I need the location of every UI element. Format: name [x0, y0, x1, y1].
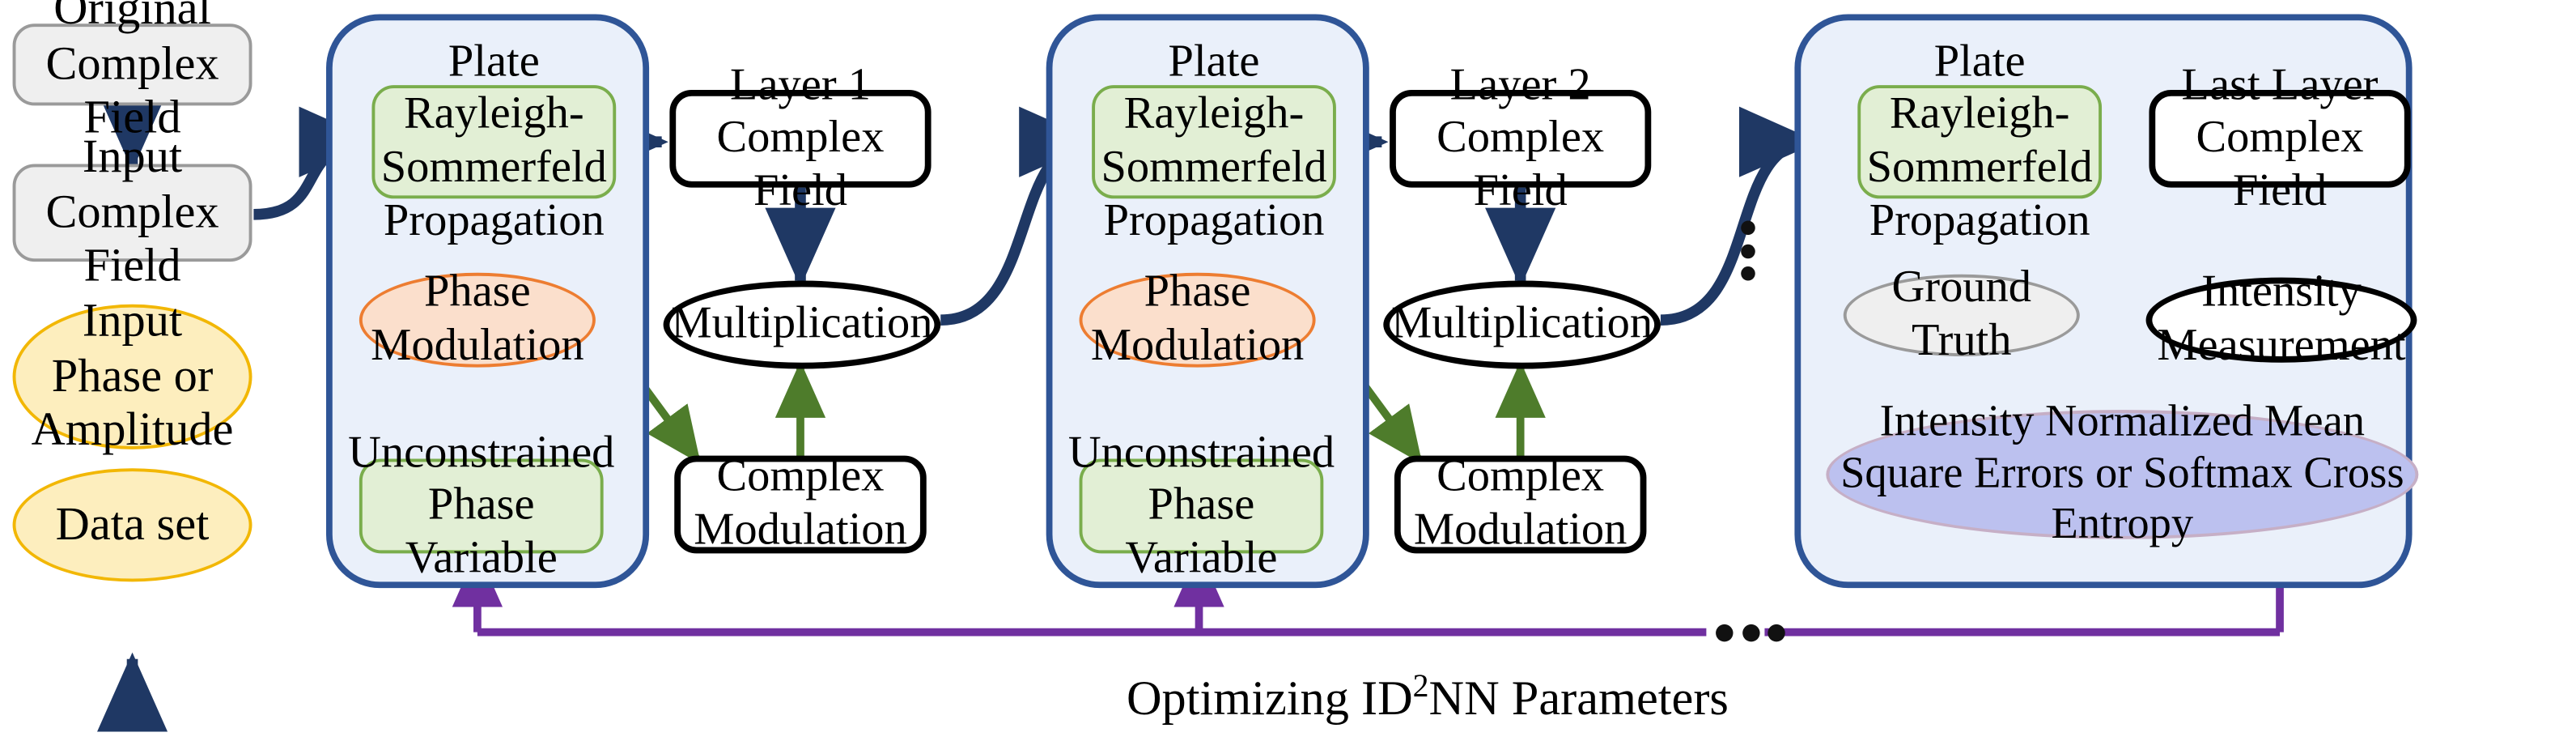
node-last-layer-propagation[interactable]: Plate Rayleigh- Sommerfeld Propagation	[1857, 36, 2103, 245]
node-layer-2-multiplication[interactable]: Multiplication	[1383, 280, 1661, 369]
node-layer-2-unconstrained-phase-variable[interactable]: Unconstrained Phase Variable	[1068, 427, 1335, 583]
node-intensity-measurement[interactable]: Intensity Measurement	[2145, 267, 2417, 371]
node-layer-1-propagation[interactable]: Plate Rayleigh- Sommerfeld Propagation	[371, 36, 617, 245]
node-layer-2-complex-modulation[interactable]: Complex Modulation	[1394, 452, 1647, 555]
node-layer-2-propagation[interactable]: Plate Rayleigh- Sommerfeld Propagation	[1092, 36, 1336, 245]
node-last-layer-complex-field[interactable]: Last Layer Complex Field	[2149, 59, 2411, 215]
diagram-canvas: Original Complex Field Input Complex Fie…	[12, 0, 2419, 732]
caption-suffix: NN Parameters	[1428, 670, 1729, 726]
caption-superscript: 2	[1412, 669, 1429, 705]
optimization-bus-ellipsis	[1716, 624, 1785, 642]
node-original-complex-field[interactable]: Original Complex Field	[12, 0, 253, 144]
layers-continuation-ellipsis	[1739, 220, 1755, 281]
node-data-set[interactable]: Data set	[12, 468, 253, 582]
caption-prefix: Optimizing ID	[1126, 670, 1413, 726]
node-ground-truth[interactable]: Ground Truth	[1843, 262, 2080, 366]
node-layer-1-complex-modulation[interactable]: Complex Modulation	[674, 452, 927, 555]
node-layer-1-unconstrained-phase-variable[interactable]: Unconstrained Phase Variable	[348, 427, 614, 583]
node-loss-function[interactable]: Intensity Normalized Mean Square Errors …	[1826, 398, 2419, 549]
node-input-complex-field[interactable]: Input Complex Field	[12, 130, 253, 292]
figure-caption: Optimizing ID2NN Parameters	[1127, 670, 1729, 726]
node-layer-1-complex-field[interactable]: Layer 1 Complex Field	[669, 59, 932, 215]
node-layer-1-phase-modulation[interactable]: Phase Modulation	[359, 267, 596, 371]
node-layer-2-complex-field[interactable]: Layer 2 Complex Field	[1390, 59, 1652, 215]
node-layer-1-multiplication[interactable]: Multiplication	[663, 280, 941, 369]
node-layer-2-phase-modulation[interactable]: Phase Modulation	[1079, 267, 1316, 371]
node-input-phase-or-amplitude[interactable]: Input Phase or Amplitude	[12, 295, 253, 456]
